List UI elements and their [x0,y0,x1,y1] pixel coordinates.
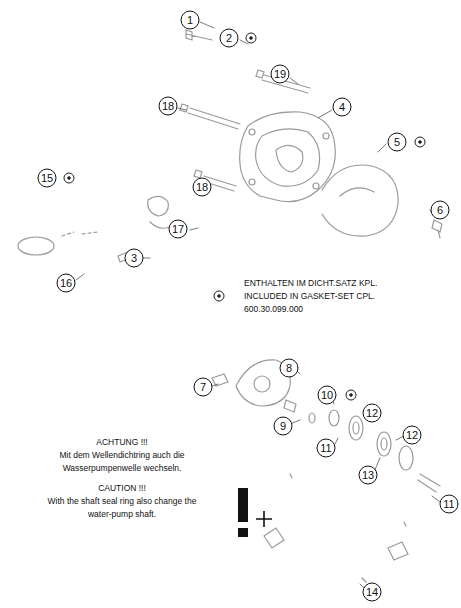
note-text: With the shaft seal ring also change the… [38,495,206,521]
callout-number: 17 [169,220,188,239]
note-text: Mit dem Wellendichtring auch die Wasserp… [38,449,206,475]
callout-number: 12 [403,426,422,445]
shaft-seal [349,416,363,440]
washer [212,374,228,386]
callout-number: 18 [159,97,178,116]
fitting [148,196,172,228]
callout-number: 4 [333,98,352,117]
callout-number: 11 [317,439,336,458]
o-ring [18,237,54,255]
drain-screw [432,220,442,238]
housing-gasket [256,129,320,186]
cover [322,165,398,236]
bearing [377,432,391,456]
callout-number: 6 [431,201,450,220]
callout-number: 15 [38,169,57,188]
callout-number: 5 [388,133,407,152]
callout-number: 16 [57,274,76,293]
pump-housing [240,112,336,202]
note-text: ACHTUNG !!! [38,436,206,449]
callout-number: 13 [359,466,378,485]
callout-number: 7 [194,378,213,397]
callout-number: 18 [193,178,212,197]
callout-number: 11 [440,495,459,514]
callout-number: 14 [363,583,382,602]
callout-number: 8 [280,359,299,378]
callout-number: 12 [363,404,382,423]
shaft [418,474,440,492]
note-text: ENTHALTEN IM DICHT.SATZ KPL. [244,277,444,290]
housing-bore [276,145,303,172]
callout-number: 19 [271,65,290,84]
callout-number: 10 [318,386,337,405]
callout-number: 9 [274,417,293,436]
gear [388,522,408,560]
screw [180,104,240,129]
callout-number: 2 [220,29,239,48]
callout-number: 3 [125,249,144,268]
gasket-mark [64,33,425,400]
gear [264,474,292,548]
note-text: 600.30.099.000 [244,303,444,316]
warning-sign [238,488,272,537]
note-text: INCLUDED IN GASKET-SET CPL. [244,290,444,303]
callout-number: 1 [181,11,200,30]
clip [284,400,296,412]
note-text: CAUTION !!! [38,482,206,495]
bolt [186,30,212,40]
